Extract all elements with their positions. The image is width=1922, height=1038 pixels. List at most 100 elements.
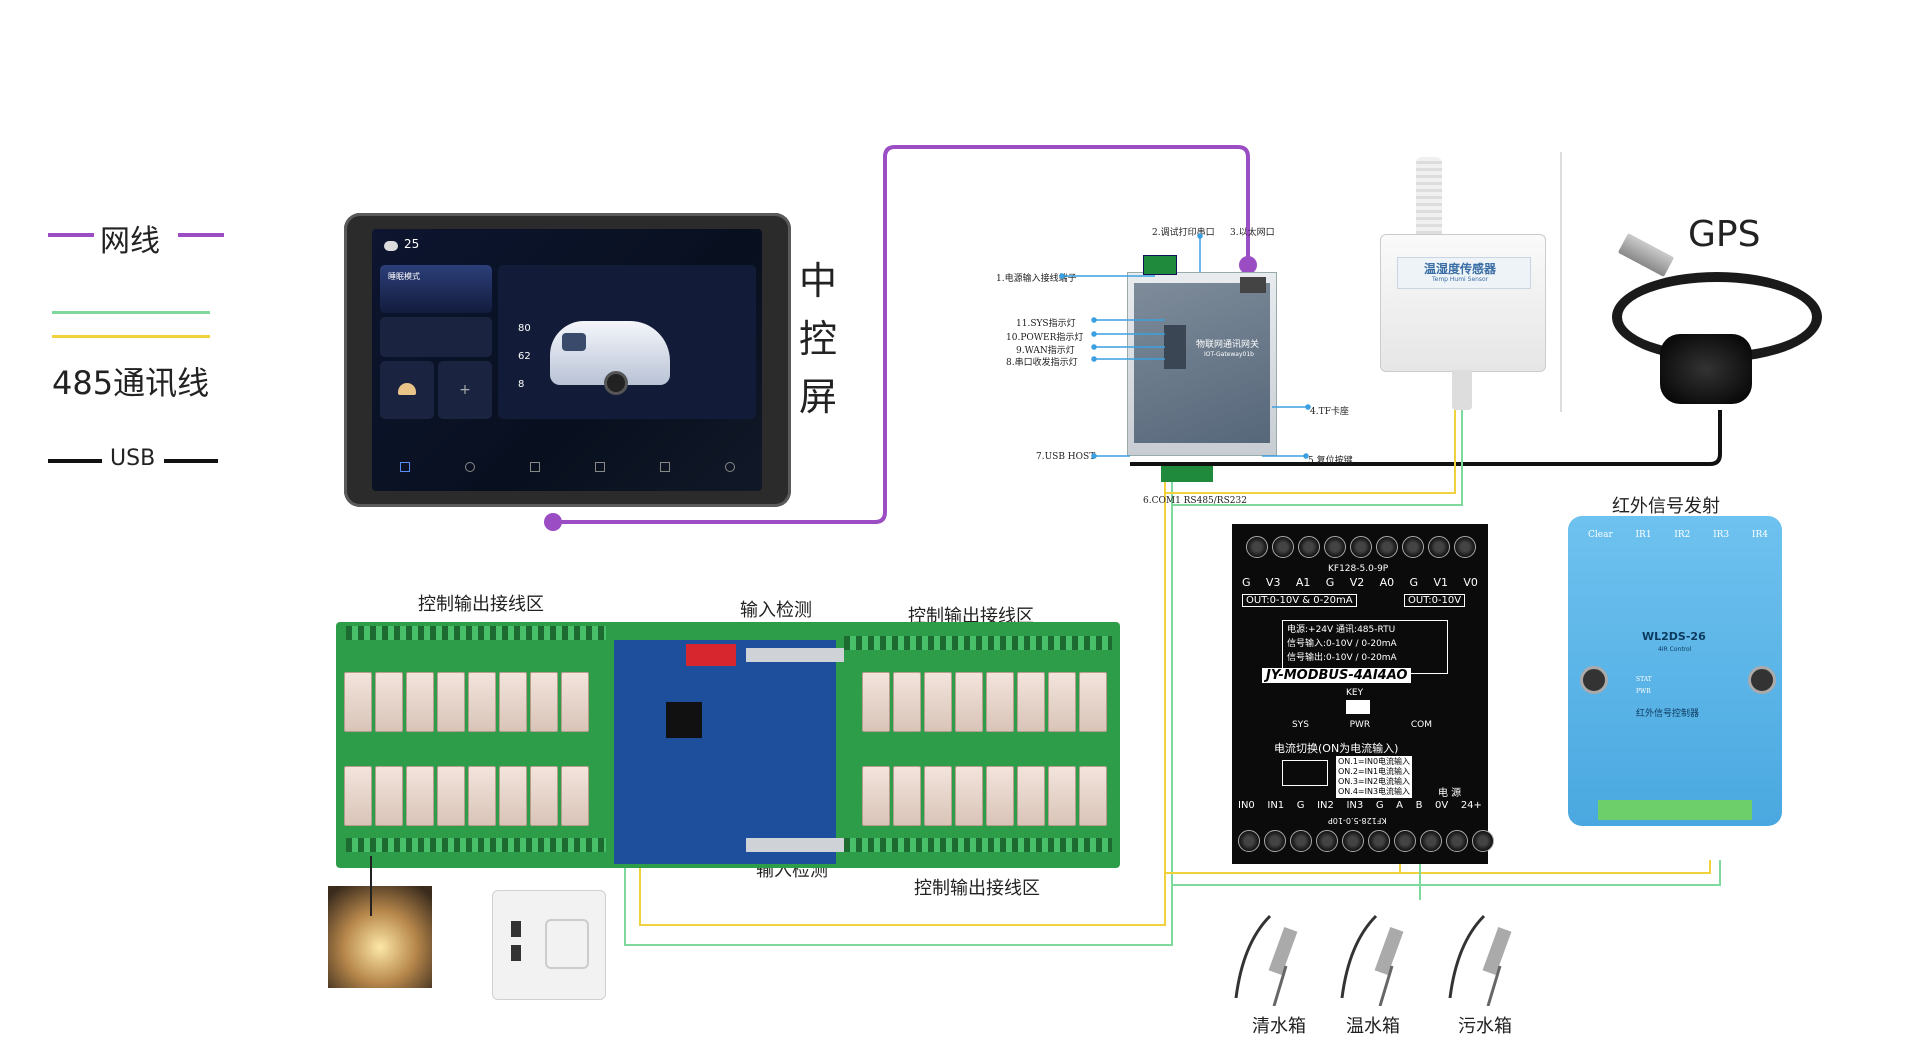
rs485-green-io	[1172, 860, 1721, 886]
mode-label[interactable]: 睡眠模式	[388, 272, 420, 281]
ir-model: WL2DS-26	[1642, 630, 1706, 643]
light-bulb-cord	[370, 856, 372, 916]
relay	[437, 766, 465, 826]
io-bottom-pin: IN0	[1238, 800, 1255, 811]
legend-usb-line-right	[164, 459, 218, 463]
relay-terminal-top-left	[346, 626, 606, 640]
input-terminal-bottom	[746, 838, 844, 852]
callout-usb-host: 7.USB HOST	[1036, 452, 1096, 462]
io-bottom-pin: 24+	[1460, 800, 1482, 811]
relay	[530, 672, 558, 732]
io-spec-line: 电源:+24V 通讯:485-RTU	[1287, 625, 1396, 635]
relay	[530, 766, 558, 826]
io-switch-line: ON.4=IN3电流输入	[1338, 787, 1411, 796]
relay	[955, 766, 983, 826]
io-top-pins: G V3 A1 G V2 A0 G V1 V0	[1242, 576, 1478, 589]
io-led-pwr: PWR	[1349, 720, 1371, 730]
io-spec-line: 信号输出:0-10V / 0-20mA	[1287, 653, 1397, 663]
callout-wan-led: 9.WAN指示灯	[1016, 346, 1075, 356]
settings-icon[interactable]	[724, 462, 735, 472]
status-temperature: 25	[404, 237, 420, 251]
relay	[1017, 672, 1045, 732]
control-screen-label-2: 控	[798, 317, 837, 361]
gateway-subtitle: IOT-Gateway01b	[1204, 351, 1254, 358]
gateway-face	[1134, 283, 1270, 443]
io-bottom-header: KF128-5.0-10P	[1328, 816, 1387, 825]
rv-window	[562, 333, 586, 351]
relay-board	[336, 622, 1120, 868]
io-top-header: KF128-5.0-9P	[1328, 564, 1389, 574]
relay	[862, 766, 890, 826]
callout-power-led: 10.POWER指示灯	[1006, 333, 1084, 343]
tank-label-warm: 温水箱	[1346, 1016, 1400, 1037]
power-icon[interactable]	[659, 462, 670, 472]
grey-water-level: 8	[518, 379, 525, 390]
relay	[344, 672, 372, 732]
relay	[406, 672, 434, 732]
tablet-display: 25 睡眠模式 + 80 62 8	[372, 229, 762, 491]
rs485-yellow-main	[639, 493, 1166, 926]
relay	[986, 766, 1014, 826]
gateway-title: 物联网通讯网关	[1196, 340, 1260, 350]
relay	[499, 766, 527, 826]
legend-network-label: 网线	[100, 224, 160, 259]
io-top-pin: G	[1409, 576, 1419, 589]
relay	[437, 672, 465, 732]
water-icon[interactable]	[594, 462, 605, 472]
relay	[924, 672, 952, 732]
ir-led-3: IR3	[1713, 530, 1730, 540]
tank-label-waste: 污水箱	[1458, 1016, 1512, 1037]
control-screen-label-1: 中	[798, 259, 837, 303]
tank-label-clean: 清水箱	[1252, 1016, 1306, 1037]
io-spec-box: 电源:+24V 通讯:485-RTU 信号输入:0-10V / 0-20mA 信…	[1282, 620, 1448, 674]
io-out-left: OUT:0-10V & 0-20mA	[1242, 594, 1357, 607]
legend-network-line-right	[178, 233, 224, 237]
sensor-brand: 温湿度传感器	[1424, 262, 1497, 276]
home-icon[interactable]	[399, 462, 410, 472]
io-top-pin: G	[1242, 576, 1251, 589]
callout-ethernet: 3.以太网口	[1230, 228, 1275, 238]
relay	[1048, 672, 1076, 732]
io-key-label: KEY	[1346, 688, 1364, 698]
sensor-brand-en: Temp Humi Sensor	[1432, 276, 1489, 283]
io-bottom-pin: IN3	[1346, 800, 1364, 811]
ir-led-clear: Clear	[1588, 530, 1613, 540]
io-top-pin: V3	[1265, 576, 1281, 589]
relay	[468, 766, 496, 826]
legend-usb-line-left	[48, 459, 102, 463]
light-bulb-image	[328, 886, 432, 988]
ir-mount-hole-left	[1580, 666, 1608, 694]
io-top-pin: A0	[1379, 576, 1395, 589]
relay	[862, 672, 890, 732]
relay	[375, 672, 403, 732]
add-card[interactable]: +	[438, 361, 492, 419]
relay	[924, 766, 952, 826]
mcu-chip	[666, 702, 702, 738]
io-spec-line: 信号输入:0-10V / 0-20mA	[1287, 639, 1397, 649]
io-bottom-pin: 0V	[1435, 800, 1449, 811]
ac-card[interactable]	[380, 317, 492, 357]
io-switch-line: ON.3=IN2电流输入	[1338, 777, 1411, 786]
io-model: JY-MODBUS-4AI4AO	[1262, 668, 1412, 683]
io-bottom-pins: IN0 IN1 G IN2 IN3 G A B 0V 24+	[1238, 800, 1482, 811]
callout-debug-uart: 2.调试打印串口	[1152, 228, 1215, 238]
temp-humidity-sensor: 温湿度传感器 Temp Humi Sensor	[1380, 234, 1546, 372]
io-switch-line: ON.1=IN0电流输入	[1338, 757, 1411, 766]
relay-top-right-label: 控制输出接线区	[908, 606, 1034, 627]
light-card[interactable]	[380, 361, 434, 419]
fresh-water-level: 80	[518, 323, 531, 334]
gps-antenna	[1660, 334, 1752, 404]
rs485-yellow-io	[1165, 860, 1711, 874]
io-bottom-pin: G	[1296, 800, 1305, 811]
relay	[499, 672, 527, 732]
ir-controller: Clear IR1 IR2 IR3 IR4 WL2DS-26 4IR Contr…	[1568, 516, 1782, 826]
callout-sys-led: 11.SYS指示灯	[1016, 319, 1076, 329]
ir-led-1: IR1	[1635, 530, 1652, 540]
climate-icon[interactable]	[529, 462, 540, 472]
network-cable	[553, 145, 1250, 524]
gateway-device: 物联网通讯网关 IOT-Gateway01b	[1127, 272, 1277, 456]
power-terminal	[1143, 255, 1177, 275]
bulb-icon[interactable]	[464, 462, 475, 472]
io-key-button[interactable]	[1346, 700, 1370, 714]
